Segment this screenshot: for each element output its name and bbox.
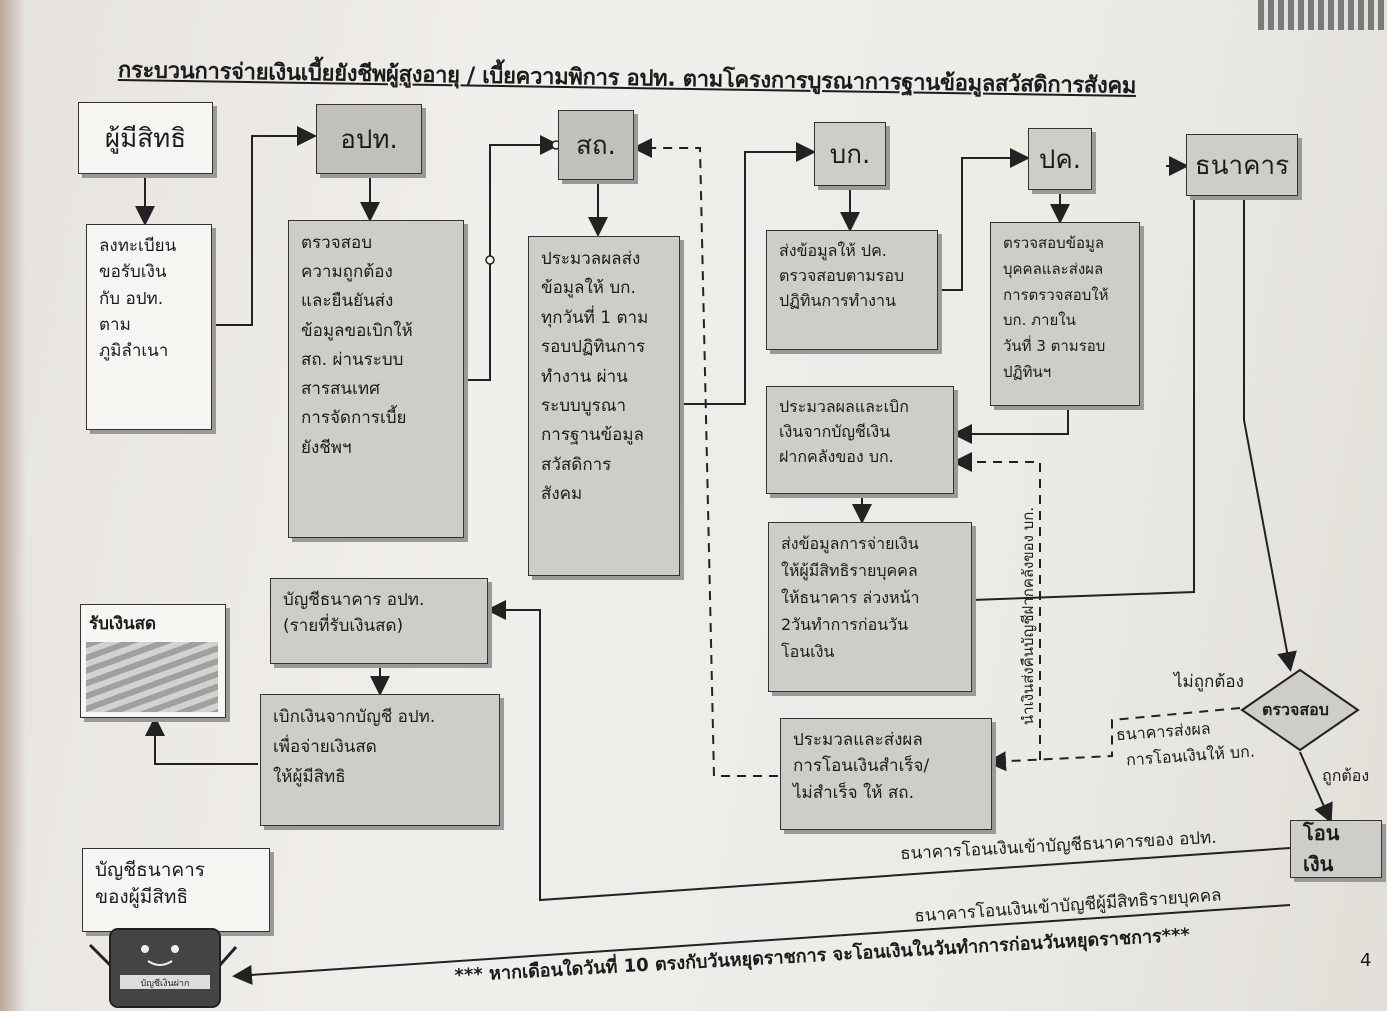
withdraw-line: ประมวลผลและเบิก	[779, 397, 909, 416]
header-cgd: บก.	[814, 122, 886, 186]
header-dla: สถ.	[558, 110, 634, 180]
verify-line: ตรวจสอบ	[301, 233, 373, 253]
label-correct: ถูกต้อง	[1322, 766, 1370, 785]
district-check-line: ปฏิทินฯ	[1003, 362, 1052, 381]
step-send-district: ส่งข้อมูลให้ ปค. ตรวจสอบตามรอบ ปฏิทินการ…	[766, 230, 938, 350]
step-verify: ตรวจสอบ ความถูกต้อง และยืนยันส่ง ข้อมูลข…	[288, 220, 464, 538]
verify-line: ความถูกต้อง	[301, 262, 393, 283]
dla-line: ข้อมูลให้ บก.	[541, 278, 636, 299]
verify-line: การจัดการเบี้ย	[301, 408, 407, 429]
district-check-line: บุคคลและส่งผล	[1003, 259, 1104, 278]
dla-line: ระบบบูรณา	[541, 396, 627, 417]
withdraw-cash-line: เพื่อจ่ายเงินสด	[273, 736, 377, 757]
step-register: ลงทะเบียน ขอรับเงิน กับ อปท. ตาม ภูมิลำเ…	[86, 224, 212, 430]
withdraw-line: ฝากคลังของ บก.	[779, 446, 894, 466]
check-decision-diamond	[1240, 668, 1360, 752]
cash-counter-illustration	[86, 642, 218, 712]
label-incorrect: ไม่ถูกต้อง	[1174, 672, 1244, 692]
check-label: ตรวจสอบ	[1262, 700, 1329, 719]
send-bank-line: ให้ผู้มีสิทธิรายบุคคล	[781, 560, 918, 580]
step-send-bank: ส่งข้อมูลการจ่ายเงิน ให้ผู้มีสิทธิรายบุค…	[768, 522, 972, 692]
header-beneficiary: ผู้มีสิทธิ	[78, 102, 213, 174]
receive-cash-label: รับเงินสด	[89, 614, 157, 634]
step-withdraw-cash: เบิกเงินจากบัญชี อปท. เพื่อจ่ายเงินสด ให…	[260, 694, 500, 826]
report-line: การโอนเงินสำเร็จ/	[793, 756, 930, 777]
step-transfer: โอนเงิน	[1290, 820, 1382, 878]
district-check-line: ตรวจสอบข้อมูล	[1003, 234, 1105, 252]
label-return-funds: นำเงินส่งคืนบัญชีฝากคลังของ บก.	[1019, 506, 1037, 726]
dla-line: ทุกวันที่ 1 ตาม	[541, 307, 649, 328]
step-dla-process: ประมวลผลส่ง ข้อมูลให้ บก. ทุกวันที่ 1 ตา…	[528, 236, 680, 576]
send-bank-line: โอนเงิน	[781, 641, 835, 661]
send-bank-line: ให้ธนาคาร ล่วงหน้า	[781, 587, 920, 607]
step-report: ประมวลและส่งผล การโอนเงินสำเร็จ/ ไม่สำเร…	[780, 718, 992, 830]
header-bank: ธนาคาร	[1186, 134, 1298, 196]
dla-line: สังคม	[541, 484, 583, 505]
send-bank-line: 2วันทำการก่อนวัน	[781, 614, 909, 634]
dla-line: การฐานข้อมูล	[541, 425, 644, 446]
page-number: 4	[1360, 950, 1372, 971]
send-district-line: ตรวจสอบตามรอบ	[779, 265, 905, 285]
verify-line: และยืนยันส่ง	[301, 291, 394, 312]
bankbook-caption: บัญชีเงินฝาก	[141, 978, 190, 989]
district-check-line: บก. ภายใน	[1003, 311, 1076, 330]
dla-line: สวัสดิการ	[541, 454, 612, 475]
verify-line: สารสนเทศ	[301, 379, 380, 400]
lao-account-line: บัญชีธนาคาร อปท.	[283, 590, 425, 610]
withdraw-cash-line: ให้ผู้มีสิทธิ	[273, 766, 346, 787]
send-district-line: ส่งข้อมูลให้ ปค.	[779, 241, 887, 260]
dla-line: ประมวลผลส่ง	[541, 249, 641, 269]
report-line: ประมวลและส่งผล	[793, 730, 923, 750]
dla-line: รอบปฏิทินการ	[541, 337, 646, 358]
register-line: ขอรับเงิน	[99, 262, 167, 283]
transfer-label: โอนเงิน	[1303, 821, 1340, 876]
header-lao: อปท.	[316, 104, 422, 174]
beneficiary-account-line: บัญชีธนาคาร	[95, 859, 205, 881]
header-district: ปค.	[1028, 128, 1092, 190]
step-withdraw: ประมวลผลและเบิก เงินจากบัญชีเงิน ฝากคลัง…	[766, 386, 954, 494]
district-check-line: วันที่ 3 ตามรอบ	[1003, 337, 1106, 356]
verify-line: ยังชีพฯ	[301, 437, 352, 458]
qr-code-icon	[1258, 0, 1387, 30]
send-district-line: ปฏิทินการทำงาน	[779, 290, 896, 310]
report-line: ไม่สำเร็จ ให้ สถ.	[793, 782, 914, 803]
register-line: ภูมิลำเนา	[99, 341, 169, 362]
withdraw-cash-line: เบิกเงินจากบัญชี อปท.	[273, 707, 436, 727]
register-line: ตาม	[99, 315, 131, 336]
step-lao-account: บัญชีธนาคาร อปท. (รายที่รับเงินสด)	[270, 578, 488, 664]
withdraw-line: เงินจากบัญชีเงิน	[779, 421, 891, 441]
page-edge-shadow	[0, 0, 26, 1011]
register-line: ลงทะเบียน	[99, 236, 177, 256]
step-beneficiary-account: บัญชีธนาคาร ของผู้มีสิทธิ	[82, 848, 270, 932]
verify-line: ข้อมูลขอเบิกให้	[301, 320, 413, 341]
lao-account-line: (รายที่รับเงินสด)	[283, 616, 404, 637]
dla-line: ทำงาน ผ่าน	[541, 366, 628, 387]
verify-line: สถ. ผ่านระบบ	[301, 349, 404, 370]
register-line: กับ อปท.	[99, 288, 164, 309]
send-bank-line: ส่งข้อมูลการจ่ายเงิน	[781, 534, 919, 553]
beneficiary-account-line: ของผู้มีสิทธิ	[95, 885, 189, 908]
district-check-line: การตรวจสอบให้	[1003, 285, 1109, 304]
step-district-check: ตรวจสอบข้อมูล บุคคลและส่งผล การตรวจสอบให…	[990, 222, 1140, 406]
bankbook-mascot-icon: บัญชีเงินฝาก	[88, 928, 238, 1008]
